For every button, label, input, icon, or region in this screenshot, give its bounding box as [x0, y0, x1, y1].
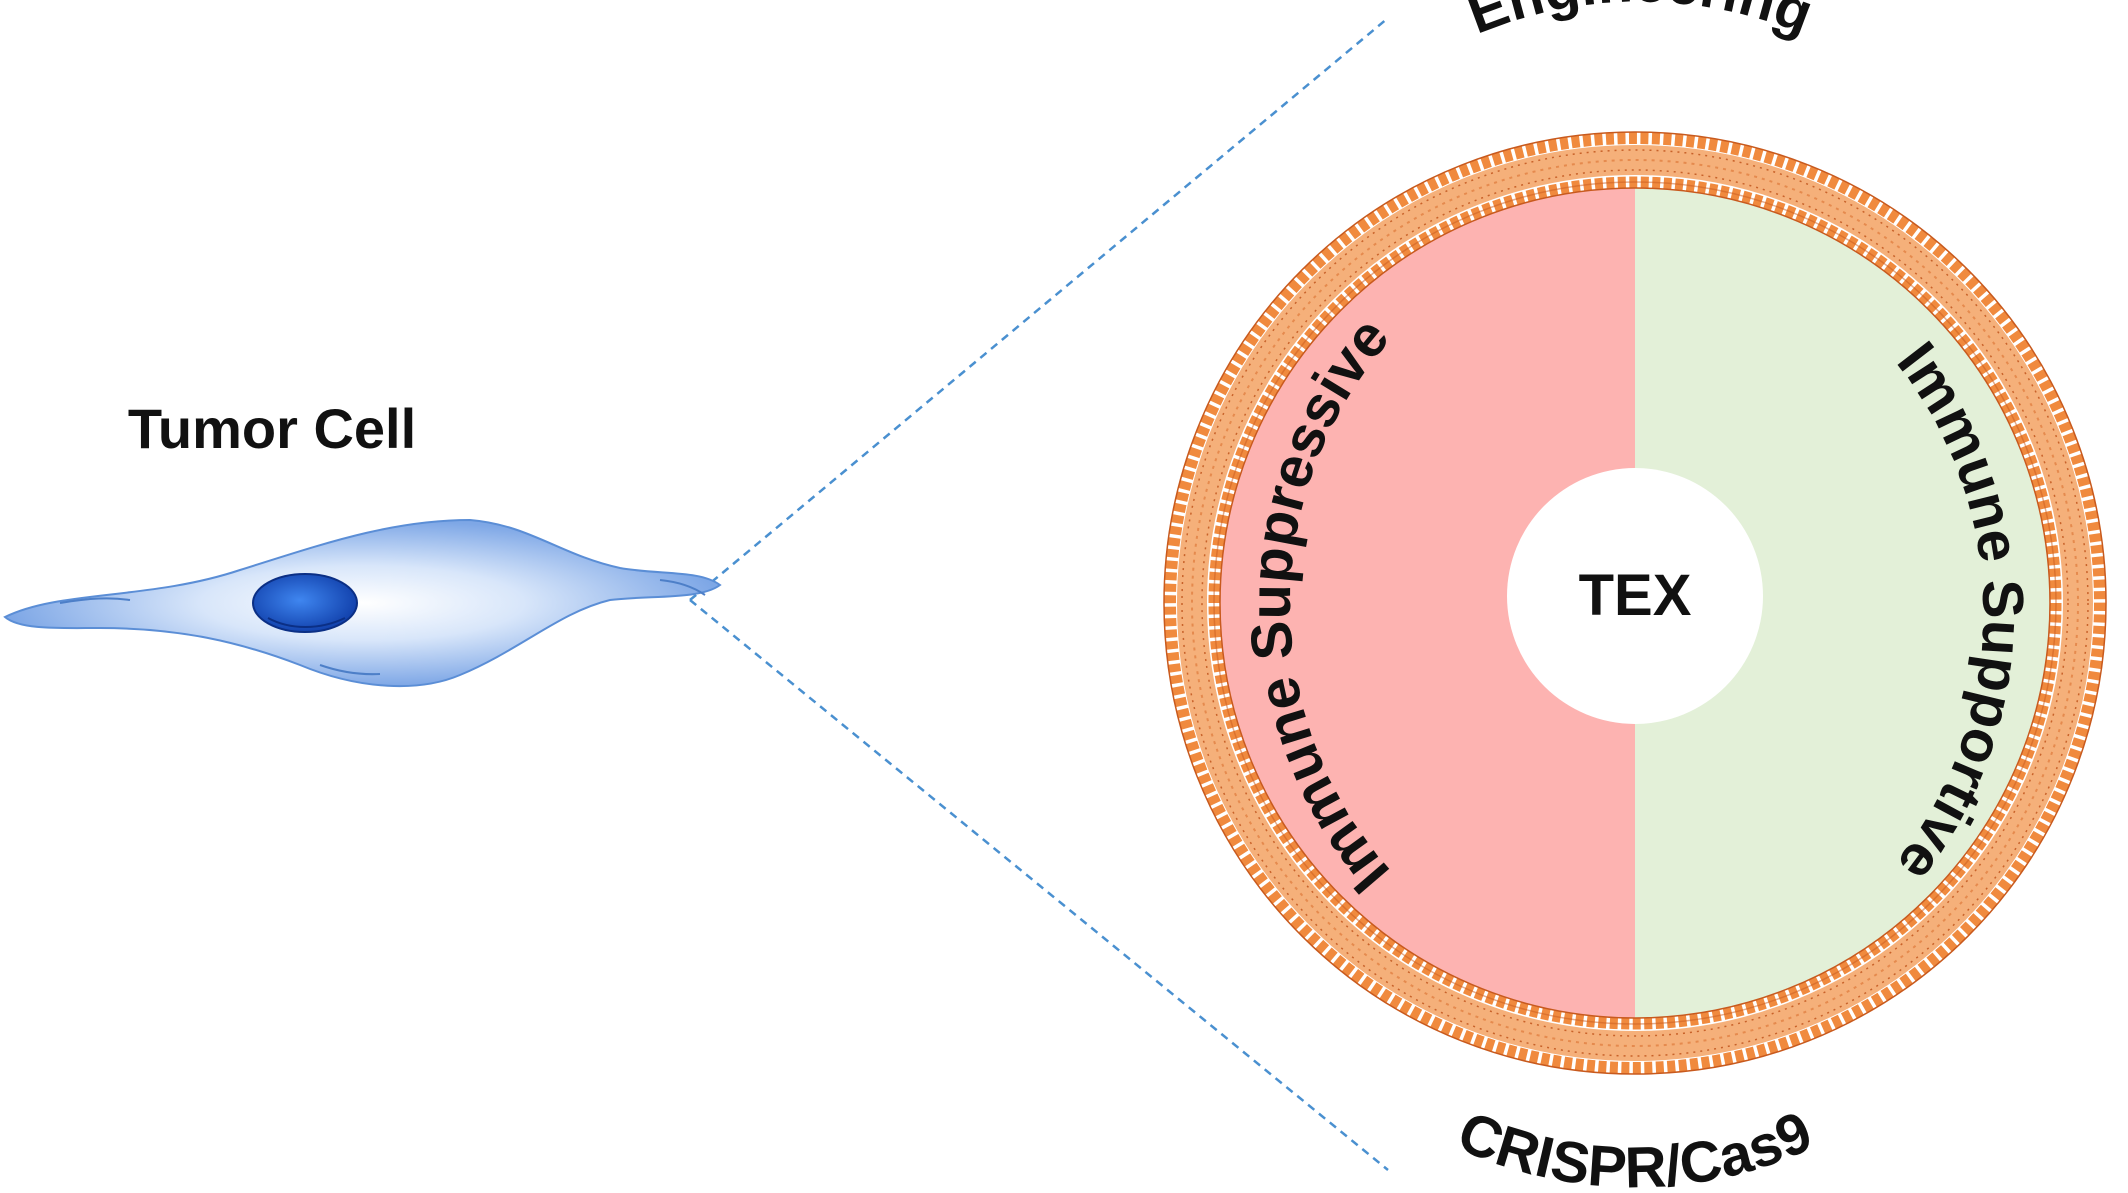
cell-body [3, 518, 722, 688]
immune-suppressive-half [1220, 188, 1635, 1018]
tex-vesicle [1163, 131, 2107, 1075]
crispr-cas9-label: CRISPR/Cas9 [1449, 1099, 1821, 1193]
tex-label: TEX [1579, 563, 1692, 628]
tex-center [1507, 468, 1763, 724]
immune-supportive-half [1635, 188, 2050, 1018]
lipid-bilayer-icon [1163, 131, 2107, 1075]
guide-line-bottom [689, 599, 1389, 1171]
guide-line-top [689, 17, 1389, 601]
tumor-cell-icon [3, 518, 722, 688]
nucleus [252, 573, 358, 633]
zoom-guide-lines [689, 17, 1389, 1171]
engineering-label: Engineering [1459, 0, 1822, 46]
tumor-cell-label: Tumor Cell [128, 397, 416, 460]
